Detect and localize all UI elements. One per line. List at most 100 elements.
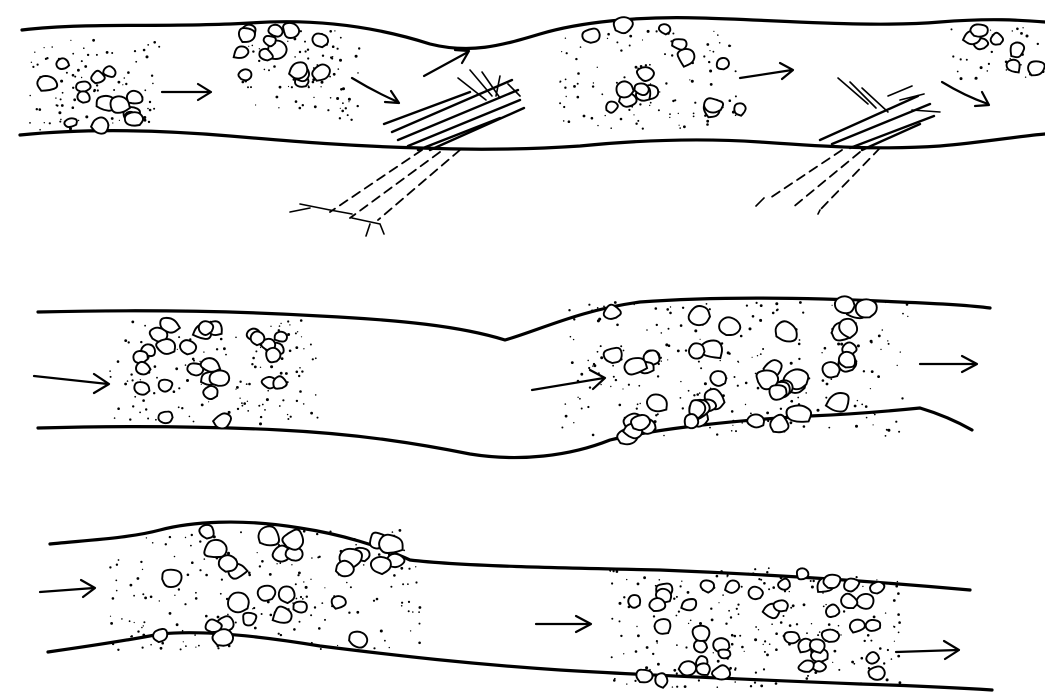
sand-grain: [616, 324, 619, 327]
sand-grain: [893, 626, 895, 628]
sand-grain: [694, 102, 696, 104]
sand-grain: [683, 125, 686, 128]
sand-grain: [289, 324, 290, 325]
sand-grain: [886, 678, 889, 681]
sand-grain: [755, 672, 757, 674]
sand-grain: [201, 404, 204, 407]
sand-grain: [178, 406, 180, 408]
sand-grain: [169, 536, 171, 538]
sand-grain: [780, 575, 782, 577]
sand-grain: [320, 86, 321, 87]
sand-grain: [832, 662, 833, 663]
sand-grain: [322, 55, 324, 57]
sand-grain: [862, 586, 863, 587]
sand-grain: [258, 405, 260, 407]
sand-grain: [603, 306, 605, 308]
sand-grain: [700, 571, 702, 573]
sand-grain: [693, 113, 695, 115]
sand-grain: [178, 588, 180, 590]
sand-grain: [593, 82, 594, 83]
pebble: [717, 58, 729, 69]
sand-grain: [623, 596, 625, 598]
sand-grain: [61, 104, 64, 107]
sand-grain: [699, 622, 702, 625]
sand-grain: [205, 574, 208, 577]
sand-grain: [353, 538, 355, 540]
sand-grain: [44, 47, 45, 48]
sand-grain: [805, 392, 807, 394]
sand-grain: [270, 365, 273, 368]
sand-grain: [156, 377, 158, 379]
sand-grain: [718, 602, 719, 603]
pebble: [868, 666, 884, 679]
flow-arrow-icon: [40, 580, 95, 597]
sand-grain: [329, 76, 331, 78]
sand-grain: [117, 649, 119, 651]
sand-grain: [645, 64, 647, 66]
sand-grain: [874, 414, 876, 416]
sand-grain: [185, 364, 187, 366]
sand-grain: [797, 397, 799, 399]
sand-grain: [894, 641, 895, 642]
sand-grain: [679, 127, 681, 129]
sand-grain: [264, 69, 266, 71]
sand-grain: [746, 305, 748, 307]
sand-grain: [623, 76, 625, 78]
sand-grain: [806, 677, 809, 680]
sand-grain: [296, 598, 298, 600]
sand-grain: [1020, 32, 1023, 35]
sand-grain: [767, 420, 769, 422]
sand-grain: [748, 573, 750, 575]
sand-grain: [657, 375, 659, 377]
sand-grain: [60, 98, 62, 100]
sand-grain: [142, 399, 145, 402]
sand-grain: [419, 623, 421, 625]
pebble: [659, 24, 670, 34]
sand-grain: [897, 655, 900, 658]
sand-grain: [199, 569, 201, 571]
sand-grain: [588, 367, 590, 369]
sand-grain: [673, 598, 675, 600]
sand-grain: [112, 643, 114, 645]
sand-grain: [392, 531, 394, 533]
sand-grain: [734, 681, 736, 683]
sand-grain: [165, 543, 167, 545]
sand-grain: [676, 644, 678, 646]
sand-grain: [143, 625, 144, 626]
sand-grain: [831, 378, 833, 380]
sand-grain: [952, 55, 954, 57]
sand-grain: [81, 77, 82, 78]
sand-grain: [561, 51, 562, 52]
sand-grain: [357, 105, 359, 107]
sand-grain: [342, 102, 344, 104]
sand-grain: [148, 121, 150, 123]
sand-grain: [802, 312, 804, 314]
sand-grain: [373, 647, 375, 649]
pebble: [798, 660, 813, 671]
sand-grain: [720, 360, 721, 361]
flow-arrow-icon: [162, 84, 211, 100]
sand-grain: [142, 634, 145, 637]
sand-grain: [898, 632, 900, 634]
pebble: [866, 620, 880, 631]
sand-grain: [330, 56, 332, 58]
sand-grain: [327, 109, 329, 111]
panel-channel-with-bank-bar-and-riffle: [40, 522, 992, 690]
sand-grain: [677, 350, 680, 353]
sand-grain: [817, 634, 819, 636]
sand-grain: [657, 642, 658, 643]
sand-grain: [295, 346, 298, 349]
pebble: [636, 670, 652, 683]
sand-grain: [672, 100, 674, 102]
sand-grain: [620, 635, 622, 637]
sand-grain: [759, 319, 762, 322]
sand-grain: [717, 660, 720, 663]
sand-grain: [355, 544, 357, 546]
sand-grain: [865, 405, 868, 408]
sand-grain: [626, 683, 627, 684]
pebble: [103, 66, 115, 77]
sand-grain: [902, 313, 904, 315]
sand-grain: [722, 594, 724, 596]
sand-grain: [329, 30, 332, 33]
